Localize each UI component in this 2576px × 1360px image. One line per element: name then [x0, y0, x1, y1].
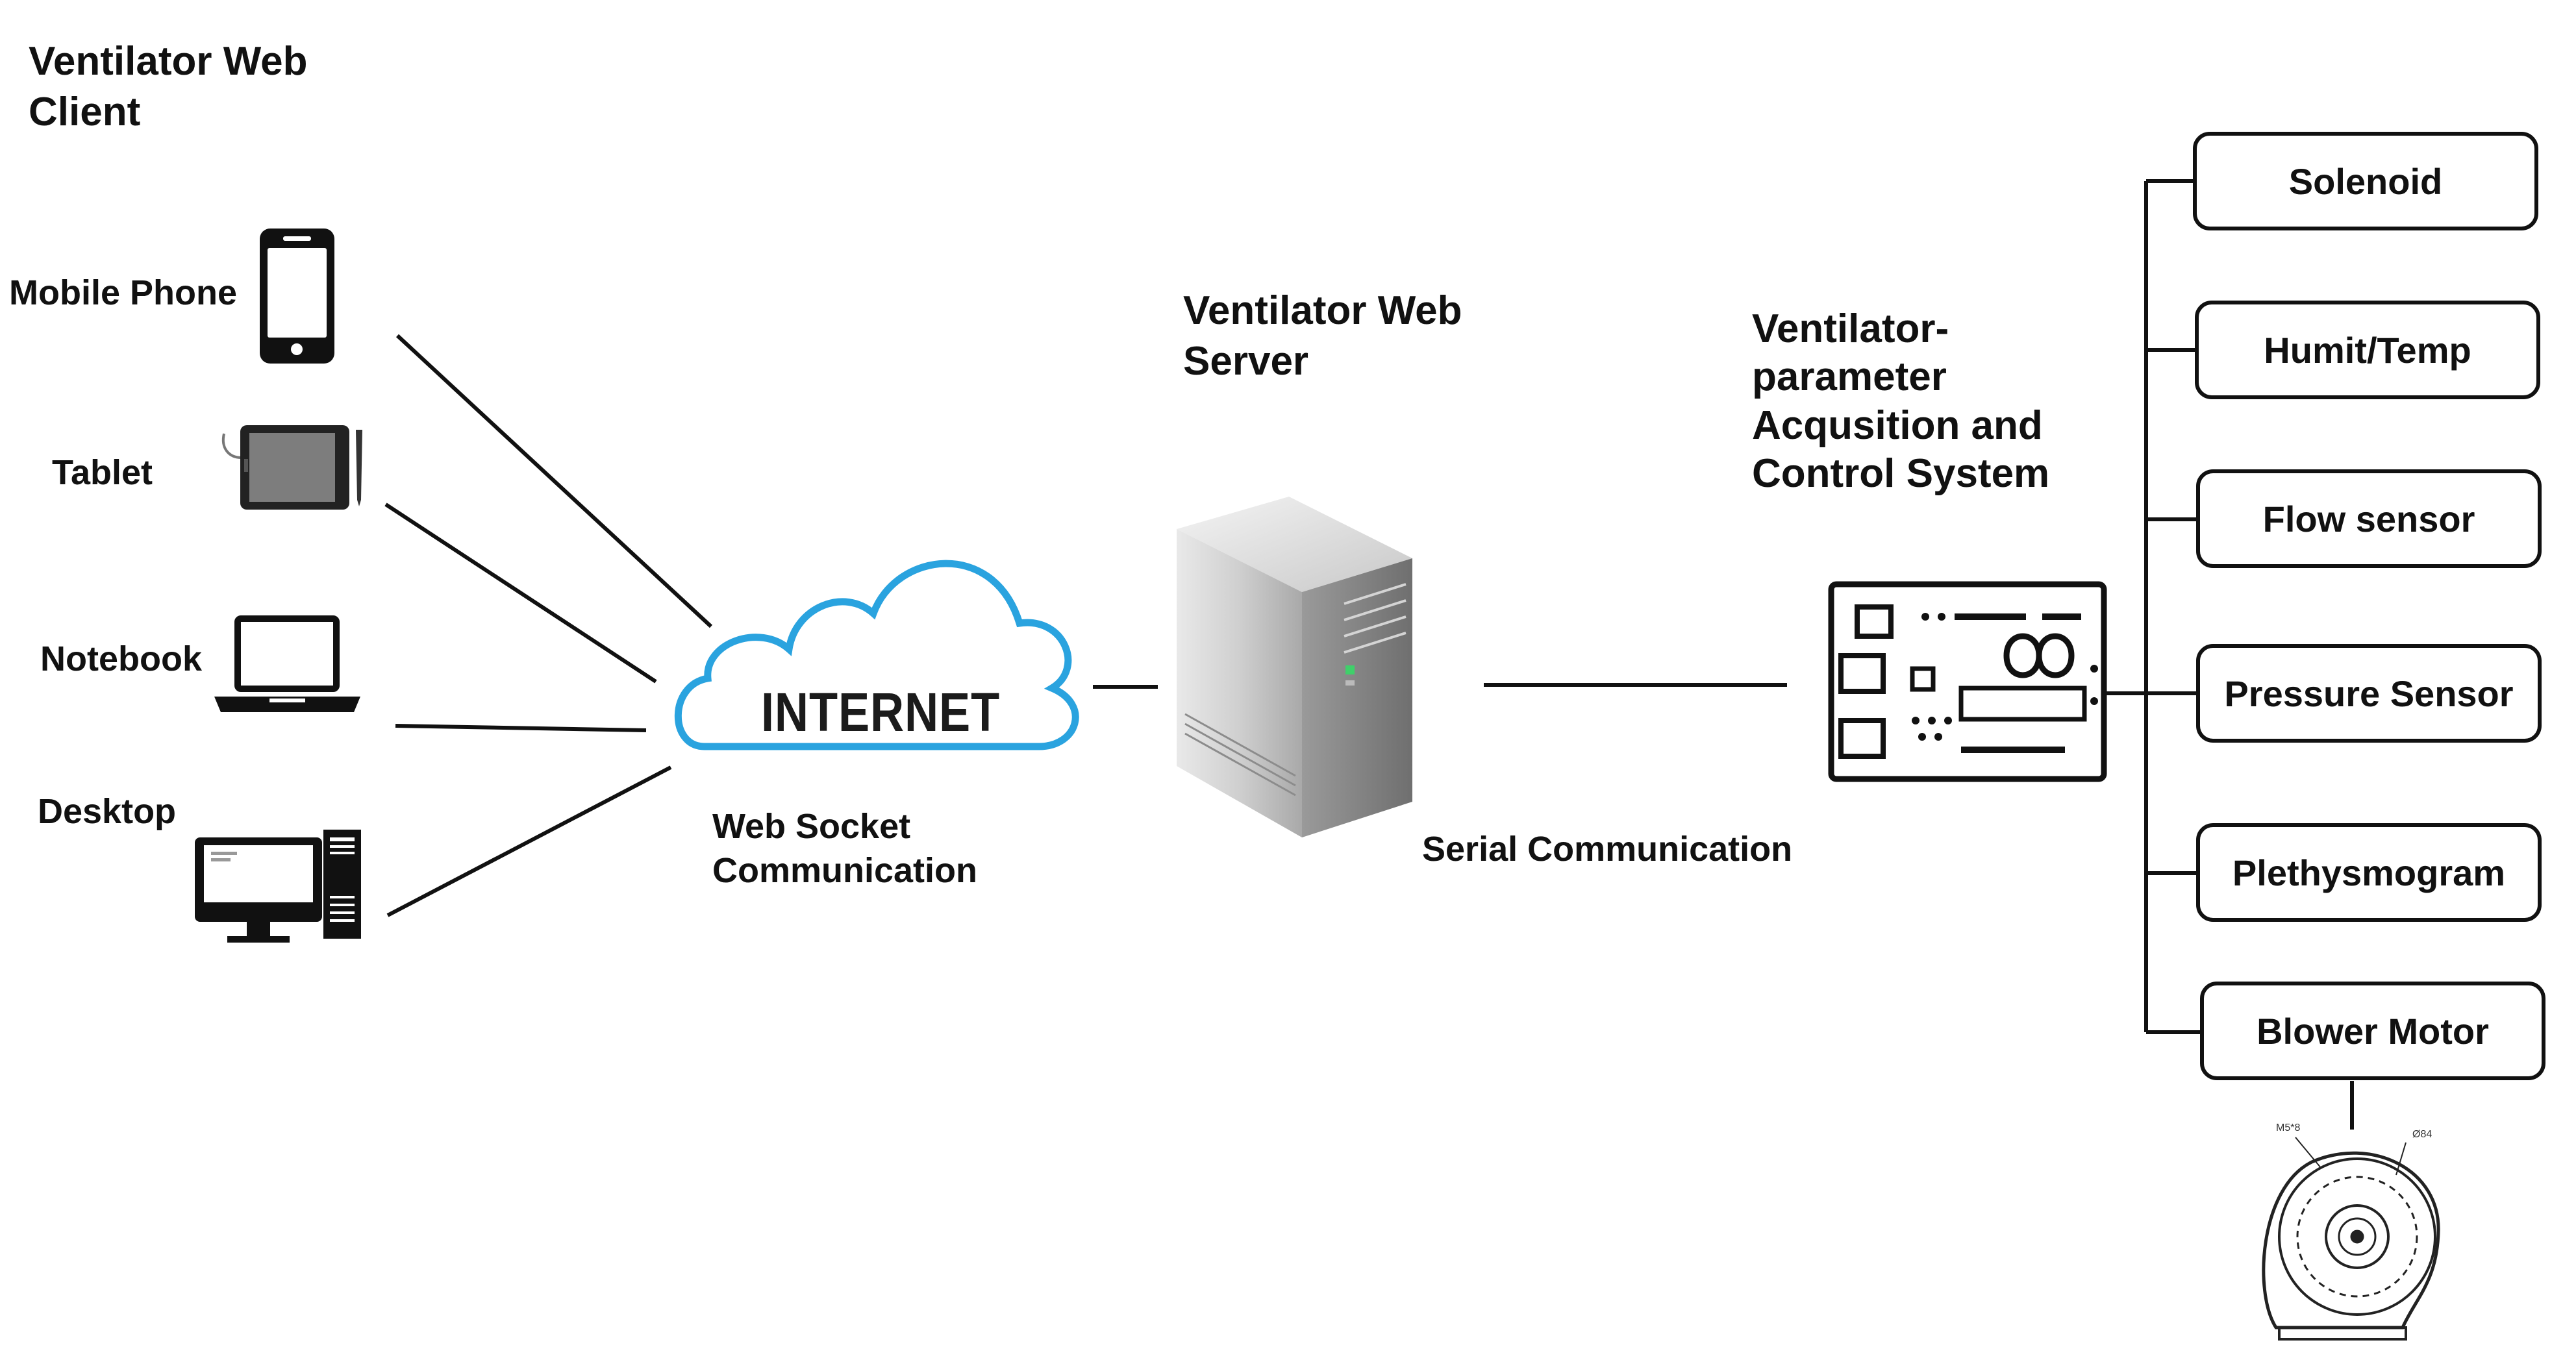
client-title: Ventilator Web Client [29, 39, 308, 134]
mobile-phone-icon [260, 229, 334, 364]
server-title: Ventilator Web Server [1183, 288, 1462, 384]
connector-desktop [386, 765, 672, 917]
sensor-pressure: Pressure Sensor [2196, 644, 2542, 743]
desktop-label: Desktop [38, 792, 177, 831]
sensor-solenoid: Solenoid [2193, 132, 2538, 230]
internet-label: INTERNET [761, 682, 1001, 743]
notebook-label: Notebook [40, 639, 202, 678]
blower-label-left: M5*8 [2276, 1122, 2301, 1133]
sensor-flow: Flow sensor [2196, 469, 2542, 568]
tablet-icon [221, 425, 362, 510]
connector-tablet [384, 502, 657, 684]
internet-cloud-icon [674, 560, 1079, 750]
tablet-label: Tablet [52, 453, 153, 492]
notebook-icon [214, 615, 360, 712]
blower-motor-icon [2262, 1137, 2440, 1341]
connector-notebook [395, 724, 647, 732]
controller-board-icon [1828, 581, 2107, 782]
device-connectors [384, 179, 2354, 1130]
connector-mobile [395, 334, 713, 628]
web-socket-label: Web Socket Communication [712, 807, 978, 890]
blower-label-right: Ø84 [2412, 1129, 2432, 1140]
controller-title: Ventilator- parameter Acqusition and Con… [1752, 306, 2050, 497]
serial-communication-label: Serial Communication [1422, 830, 1793, 869]
sensor-blower-motor: Blower Motor [2200, 982, 2545, 1080]
sensor-plethysmogram: Plethysmogram [2196, 823, 2542, 922]
sensor-humit-temp: Humit/Temp [2195, 301, 2540, 399]
desktop-icon [195, 830, 361, 943]
mobile-phone-label: Mobile Phone [9, 273, 237, 312]
web-server-icon [1177, 497, 1412, 837]
